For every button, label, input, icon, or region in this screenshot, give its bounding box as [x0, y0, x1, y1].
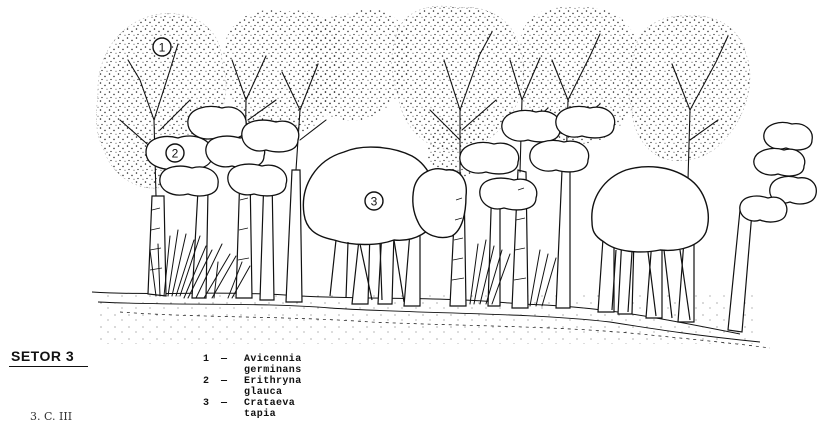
legend-species-name: Erithryna glauca — [244, 376, 302, 398]
legend-number: 3 — [203, 398, 209, 409]
svg-text:3: 3 — [371, 195, 378, 209]
marker-1: 1 — [153, 38, 171, 56]
marker-2: 2 — [166, 144, 184, 162]
sector-title-underline — [9, 366, 88, 367]
sector-title: SETOR 3 — [11, 348, 74, 364]
cropped-caption-fragment: 3. C. III — [30, 410, 72, 423]
erithryna-canopies-far-right — [740, 122, 817, 222]
svg-text:2: 2 — [172, 147, 179, 161]
legend-species-name: Avicennia germinans — [244, 354, 302, 376]
legend-number: 1 — [203, 354, 209, 365]
legend-species-name: Crataeva tapia — [244, 398, 295, 420]
marker-3: 3 — [365, 192, 383, 210]
legend-dash: — — [221, 376, 227, 387]
legend-dash: — — [221, 354, 227, 365]
legend-dash: — — [221, 398, 227, 409]
legend-number: 2 — [203, 376, 209, 387]
svg-text:1: 1 — [159, 41, 166, 55]
